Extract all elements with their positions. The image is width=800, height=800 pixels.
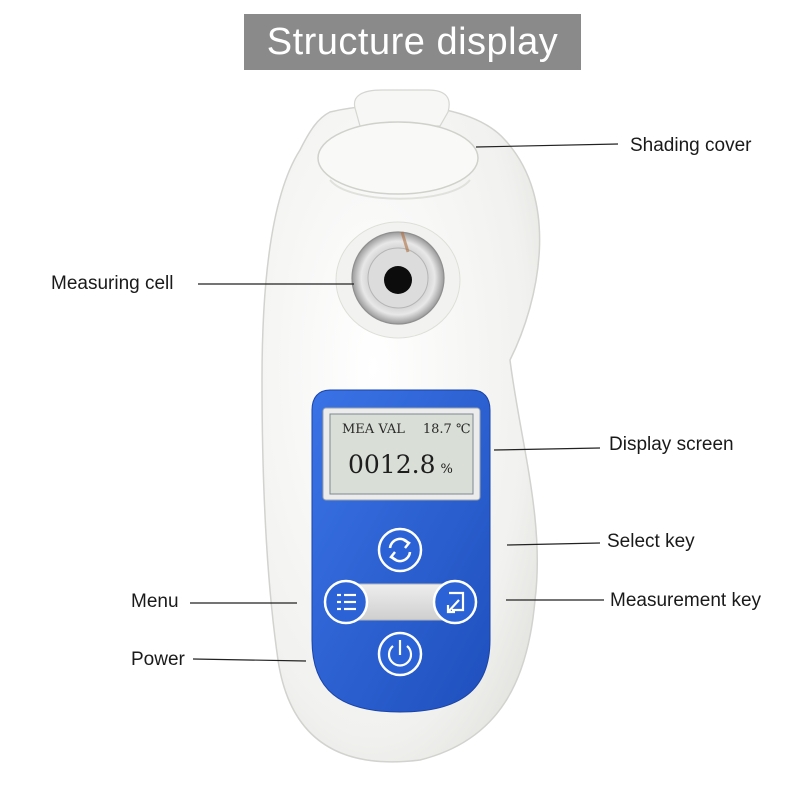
- measurement-key: [432, 579, 478, 625]
- lcd-top-line: MEA VAL 18.7 ℃: [342, 422, 471, 437]
- power-icon: [387, 640, 413, 667]
- lcd-temperature-unit: ℃: [455, 422, 471, 437]
- menu-lines-icon: [337, 593, 356, 611]
- label-menu: Menu: [131, 591, 179, 612]
- shading-cover-leader: [475, 143, 619, 148]
- enter-arrow-icon: [446, 591, 465, 614]
- lcd-value-unit: %: [440, 462, 453, 477]
- label-display-screen: Display screen: [609, 434, 734, 455]
- label-select-key: Select key: [607, 531, 695, 552]
- measuring-cell-lens: [384, 266, 412, 294]
- power-leader: [192, 658, 307, 662]
- lcd-mode: MEA VAL: [342, 422, 405, 437]
- lcd-reading: 0012.8%: [348, 450, 453, 479]
- label-power: Power: [131, 649, 185, 670]
- lcd-temperature: 18.7: [422, 422, 452, 437]
- label-measurement-key: Measurement key: [610, 590, 762, 611]
- lcd-screen: [329, 413, 474, 495]
- shading-cover: [353, 89, 450, 127]
- display-screen-leader: [493, 447, 601, 451]
- refresh-icon: [388, 537, 412, 563]
- label-measuring-cell: Measuring cell: [51, 273, 174, 294]
- leader-lines: [190, 143, 619, 662]
- page-title: Structure display: [244, 14, 581, 70]
- shading-cover-disc: [317, 121, 479, 195]
- lcd-value: 0012.8: [348, 450, 436, 479]
- select-key-leader: [506, 542, 601, 546]
- select-key: [377, 527, 423, 573]
- label-shading-cover: Shading cover: [630, 135, 752, 156]
